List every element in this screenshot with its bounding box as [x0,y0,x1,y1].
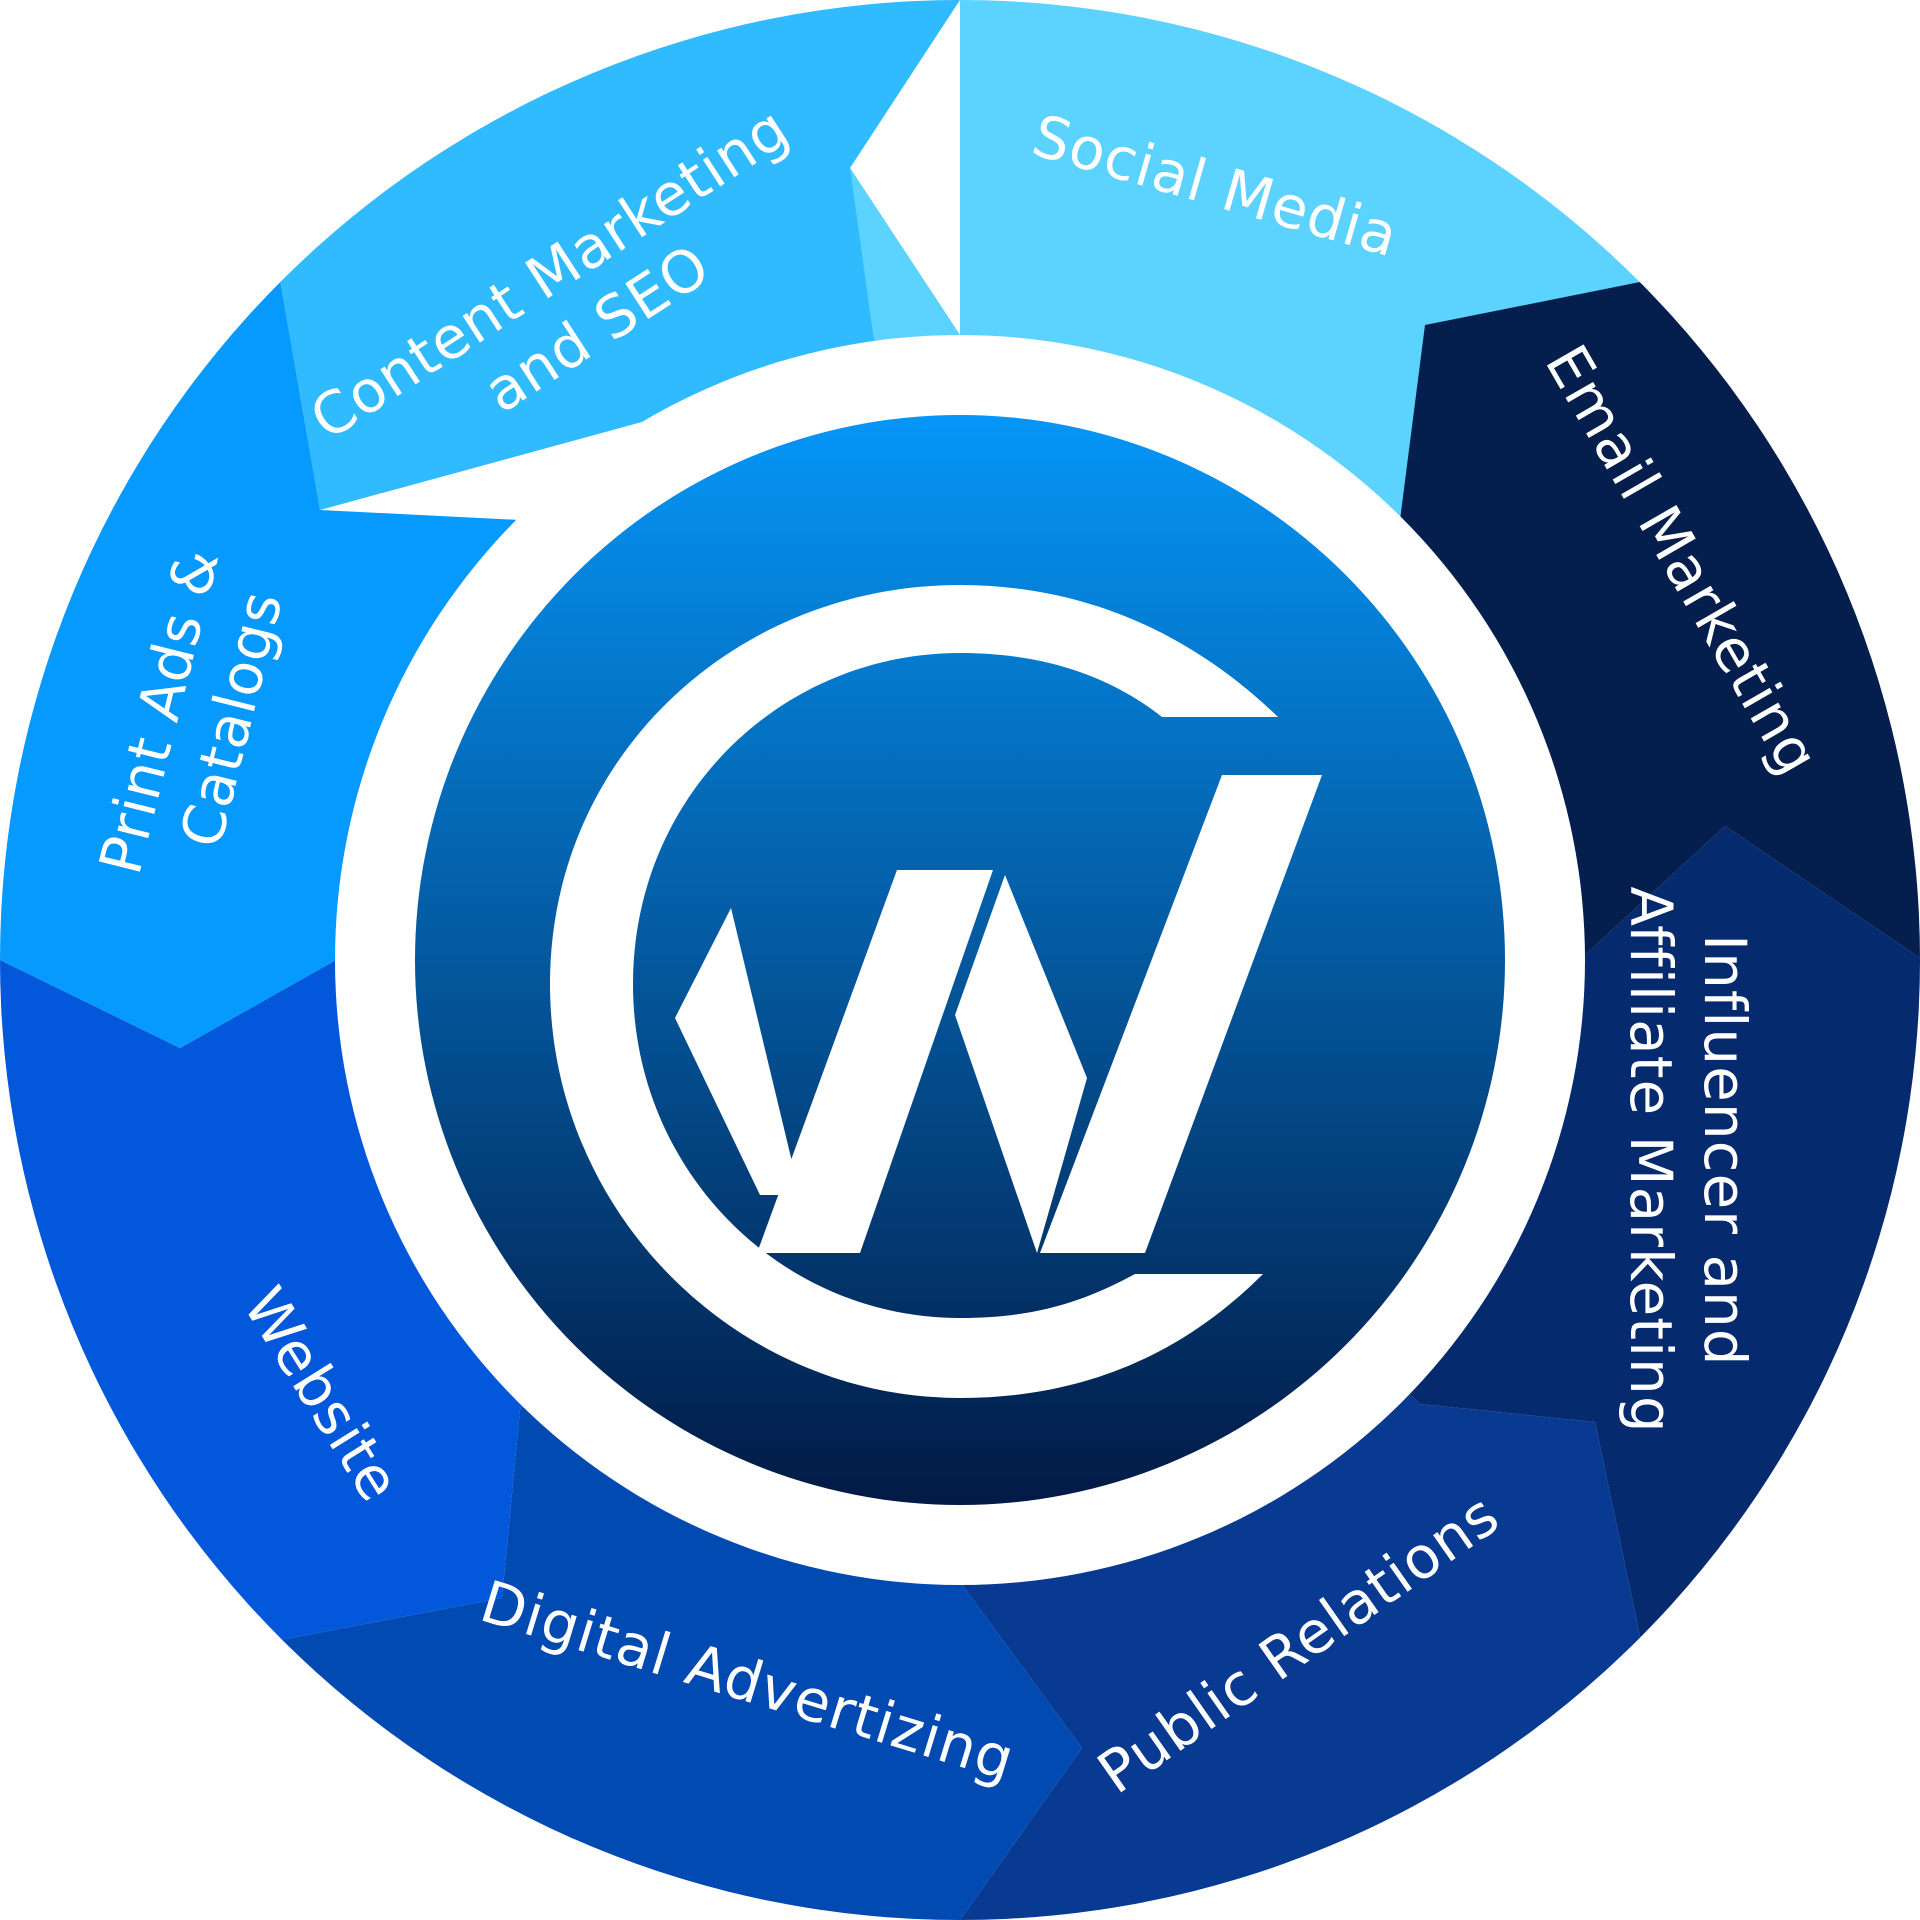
logo-w-icon [675,775,1322,1253]
label-influencer-affiliate: Influencer and Affiliate Marketing [1617,886,1759,1433]
logo-c-icon [550,585,1278,1398]
